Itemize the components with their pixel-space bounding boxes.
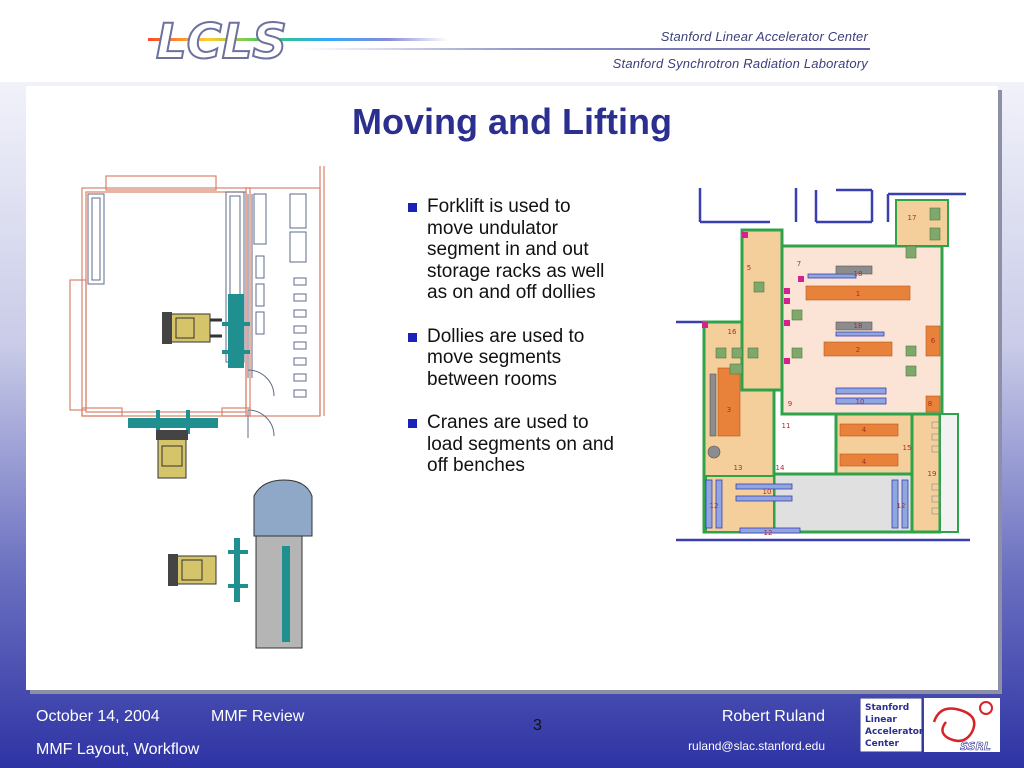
room-number-label: 17 — [908, 214, 917, 222]
room-number-label: 10 — [856, 398, 865, 406]
bullet-text: Dollies are used to move segments betwee… — [427, 325, 585, 390]
room-number-label: 3 — [727, 406, 731, 414]
lcls-logo-text: LCLS — [156, 14, 287, 68]
footer-date: October 14, 2004 — [36, 708, 160, 725]
room-number-label: 15 — [903, 444, 912, 452]
room-number-label: 11 — [782, 422, 791, 430]
room-number-label: 1 — [856, 290, 860, 298]
room-number-label: 12 — [897, 502, 906, 510]
logo-line-3: Accelerator — [865, 727, 924, 737]
bullet-marker-icon — [408, 419, 417, 428]
page-number: 3 — [533, 717, 542, 734]
room-number-label: 14 — [776, 464, 785, 472]
bullet-item: Dollies are used to move segments betwee… — [408, 326, 628, 391]
bullet-marker-icon — [408, 332, 417, 342]
logo-color-stripe — [148, 38, 448, 41]
room-number-label: 9 — [788, 400, 792, 408]
lcls-logo: LCLS — [155, 13, 288, 68]
room-number-label: 5 — [747, 264, 751, 272]
dolly-in-room — [222, 294, 250, 368]
room-number-label: 12 — [764, 529, 773, 537]
bullet-text: Forklift is used to move undulator segme… — [427, 196, 605, 303]
room-number-label: 16 — [728, 328, 737, 336]
room-number-label: 10 — [763, 488, 772, 496]
forklift-top — [162, 312, 222, 344]
org-name-slac: Stanford Linear Accelerator Center — [660, 29, 868, 44]
logo-line-2: Linear — [865, 715, 897, 725]
forklift-bottom — [168, 538, 248, 602]
bullet-marker-icon — [408, 203, 417, 212]
room-number-label: 8 — [928, 400, 932, 408]
logo-line-4: Center — [865, 739, 900, 749]
footer-event: MMF Review — [211, 708, 305, 725]
room-number-label: 18 — [854, 322, 863, 330]
org-name-ssrl: Stanford Synchrotron Radiation Laborator… — [612, 56, 868, 71]
slide-title: Moving and Lifting — [352, 101, 672, 142]
bullet-list: Forklift is used to move undulator segme… — [408, 196, 628, 499]
room-number-label: 4 — [862, 426, 867, 434]
footer-email: ruland@slac.stanford.edu — [688, 739, 825, 753]
truck — [253, 479, 313, 649]
room-number-label: 19 — [928, 470, 937, 478]
slac-ssrl-logo: Stanford Linear Accelerator Center SSRL — [860, 698, 1000, 752]
footer-author: Robert Ruland — [721, 708, 825, 725]
room-number-label: 2 — [856, 346, 860, 354]
room-number-label: 12 — [710, 502, 719, 510]
room-number-label: 13 — [734, 464, 743, 472]
room-number-label: 18 — [854, 270, 863, 278]
room-number-label: 4 — [862, 458, 867, 466]
logo-line-1: Stanford — [865, 703, 909, 713]
bullet-item: Forklift is used to move undulator segme… — [408, 196, 628, 304]
forklift-room-diagram — [69, 166, 325, 649]
dolly-doorway — [128, 410, 218, 434]
bullet-item: Cranes are used to load segments on and … — [408, 412, 628, 477]
room-number-label: 6 — [931, 337, 936, 345]
ssrl-tag: SSRL — [960, 740, 991, 752]
mmf-floorplan: 17 5 7 18 1 18 2 16 6 3 9 10 8 4 11 4 15… — [676, 188, 970, 542]
forklift-middle — [156, 430, 188, 479]
org-divider — [300, 48, 870, 50]
bullet-text: Cranes are used to load segments on and … — [427, 412, 614, 476]
slide-header: LCLS Stanford Linear Accelerator Center … — [0, 0, 1024, 82]
room-number-label: 7 — [797, 260, 801, 268]
footer-subtitle: MMF Layout, Workflow — [36, 741, 200, 758]
